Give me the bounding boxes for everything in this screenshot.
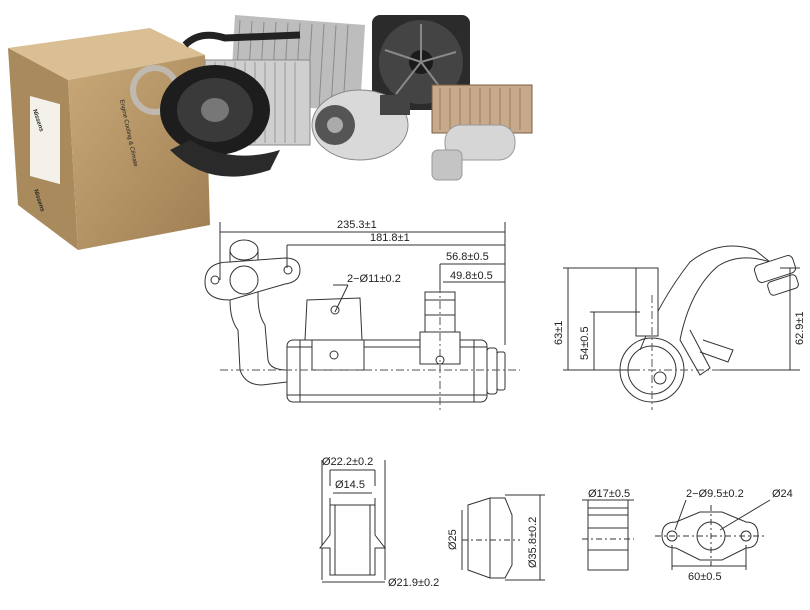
dim-height-63: 63±1 xyxy=(553,321,565,345)
detail-pipe-top-dia: Ø22.2±0.2 xyxy=(322,456,373,468)
detail-cap-large-dia: Ø35.8±0.2 xyxy=(527,517,539,568)
detail-stub-dia: Ø17±0.5 xyxy=(588,488,630,500)
dim-height-629: 62.9±1 xyxy=(794,311,806,345)
dim-overall-length: 235.3±1 xyxy=(337,219,377,231)
detail-cap xyxy=(461,494,545,581)
dryer-photo xyxy=(431,124,516,181)
compressor-photo xyxy=(311,89,410,161)
detail-flange-width: 60±0.5 xyxy=(688,571,722,583)
main-drawing xyxy=(204,222,520,410)
detail-pipe-inner-dia: Ø14.5 xyxy=(335,479,365,491)
side-view-drawing xyxy=(563,245,800,410)
blower-photo xyxy=(160,65,280,177)
detail-flange-holes: 2−Ø9.5±0.2 xyxy=(686,488,744,500)
dim-pipe-a: 56.8±0.5 xyxy=(446,251,489,263)
detail-cap-small-dia: Ø25 xyxy=(447,529,459,550)
detail-pipe-section xyxy=(318,460,387,583)
detail-stub xyxy=(582,499,634,571)
dim-height-54: 54±0.5 xyxy=(579,326,591,360)
box-label: Nissens xyxy=(30,96,60,185)
detail-flange-bore: Ø24 xyxy=(772,488,793,500)
dim-holes: 2−Ø11±0.2 xyxy=(347,273,401,285)
detail-pipe-bottom-dia: Ø21.9±0.2 xyxy=(388,577,439,589)
detail-flange xyxy=(655,499,771,570)
dim-pipe-b: 49.8±0.5 xyxy=(450,270,493,282)
product-photo: Nissens Nissens Engine Cooling & Climate xyxy=(8,15,533,250)
dim-flange-distance: 181.8±1 xyxy=(370,232,410,244)
